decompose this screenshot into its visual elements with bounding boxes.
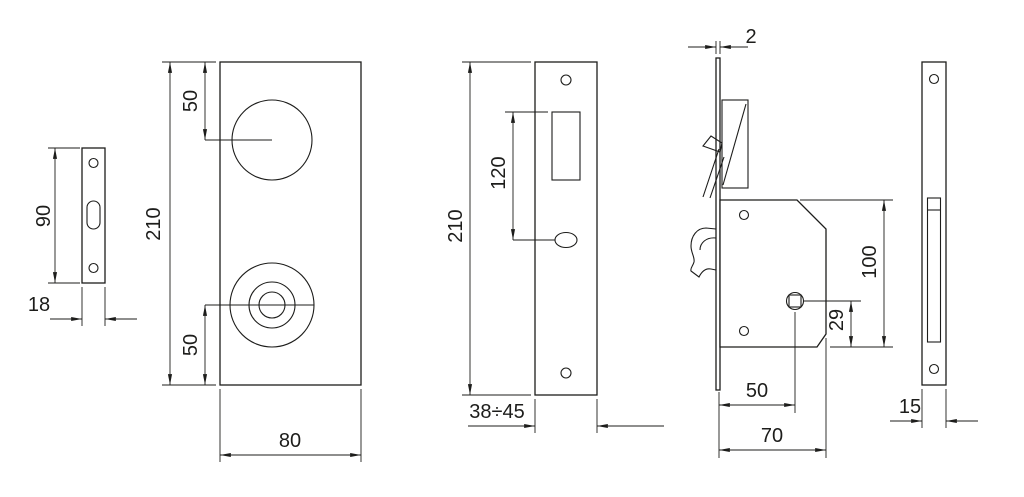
dim-label-body-height: 100 <box>859 245 881 278</box>
dim-label-plate-height: 210 <box>143 207 165 240</box>
dim-label-back-plate-width: 15 <box>899 396 921 418</box>
trigger-edge <box>709 156 725 199</box>
dim-label-faceplate-width-range: 38÷45 <box>469 401 524 423</box>
case-screw-hole-bottom <box>738 325 750 337</box>
back-plate-slot <box>926 197 942 343</box>
dim-label-backset: 50 <box>746 380 768 402</box>
trigger-tip <box>702 135 723 153</box>
faceplate-screw-hole-top <box>560 74 572 86</box>
lock-plate-outline <box>219 61 362 386</box>
dim-label-faceplate-thickness: 2 <box>745 26 756 48</box>
dim-label-strike-width: 18 <box>28 294 50 316</box>
view-faceplate-back: 15 <box>890 61 978 428</box>
dim-label-slot-to-oval: 120 <box>488 156 510 189</box>
dim-label-turn-to-bottom: 50 <box>180 334 202 356</box>
view-faceplate-front: 210 120 38÷45 <box>445 61 664 433</box>
spindle-square-hole <box>788 294 802 308</box>
dim-label-faceplate-height: 210 <box>445 209 467 242</box>
dim-label-plate-width: 80 <box>279 430 301 452</box>
view-lock-plate: 210 50 50 80 <box>143 61 362 462</box>
spindle-hub-circle <box>785 291 805 311</box>
back-plate-outline <box>921 61 947 386</box>
faceplate-screw-hole-bottom <box>560 367 572 379</box>
lock-case-outline <box>719 199 827 348</box>
case-screw-hole-top <box>738 209 750 221</box>
strike-plate-outline <box>81 147 106 284</box>
hook-bolt <box>690 227 717 278</box>
trigger-edge <box>702 148 720 198</box>
dim-label-strike-height: 90 <box>33 205 55 227</box>
back-plate-screw-hole-top <box>928 73 940 85</box>
dim-label-spindle-to-bottom: 29 <box>826 309 848 331</box>
upper-case-lever <box>722 103 747 186</box>
view-strike-plate: 90 18 <box>28 147 137 326</box>
hook-bolt-inner <box>699 237 717 251</box>
hook-slot <box>551 111 581 181</box>
dim-label-top-to-knob: 50 <box>180 90 202 112</box>
dim-label-body-depth: 70 <box>761 425 783 447</box>
strike-slot <box>86 200 101 230</box>
strike-screw-hole-bottom <box>88 262 99 274</box>
view-lock-body-side: 2 100 29 50 70 <box>688 26 893 458</box>
back-plate-screw-hole-bottom <box>928 363 940 375</box>
faceplate-outline <box>534 61 598 396</box>
strike-screw-hole-top <box>88 157 99 169</box>
